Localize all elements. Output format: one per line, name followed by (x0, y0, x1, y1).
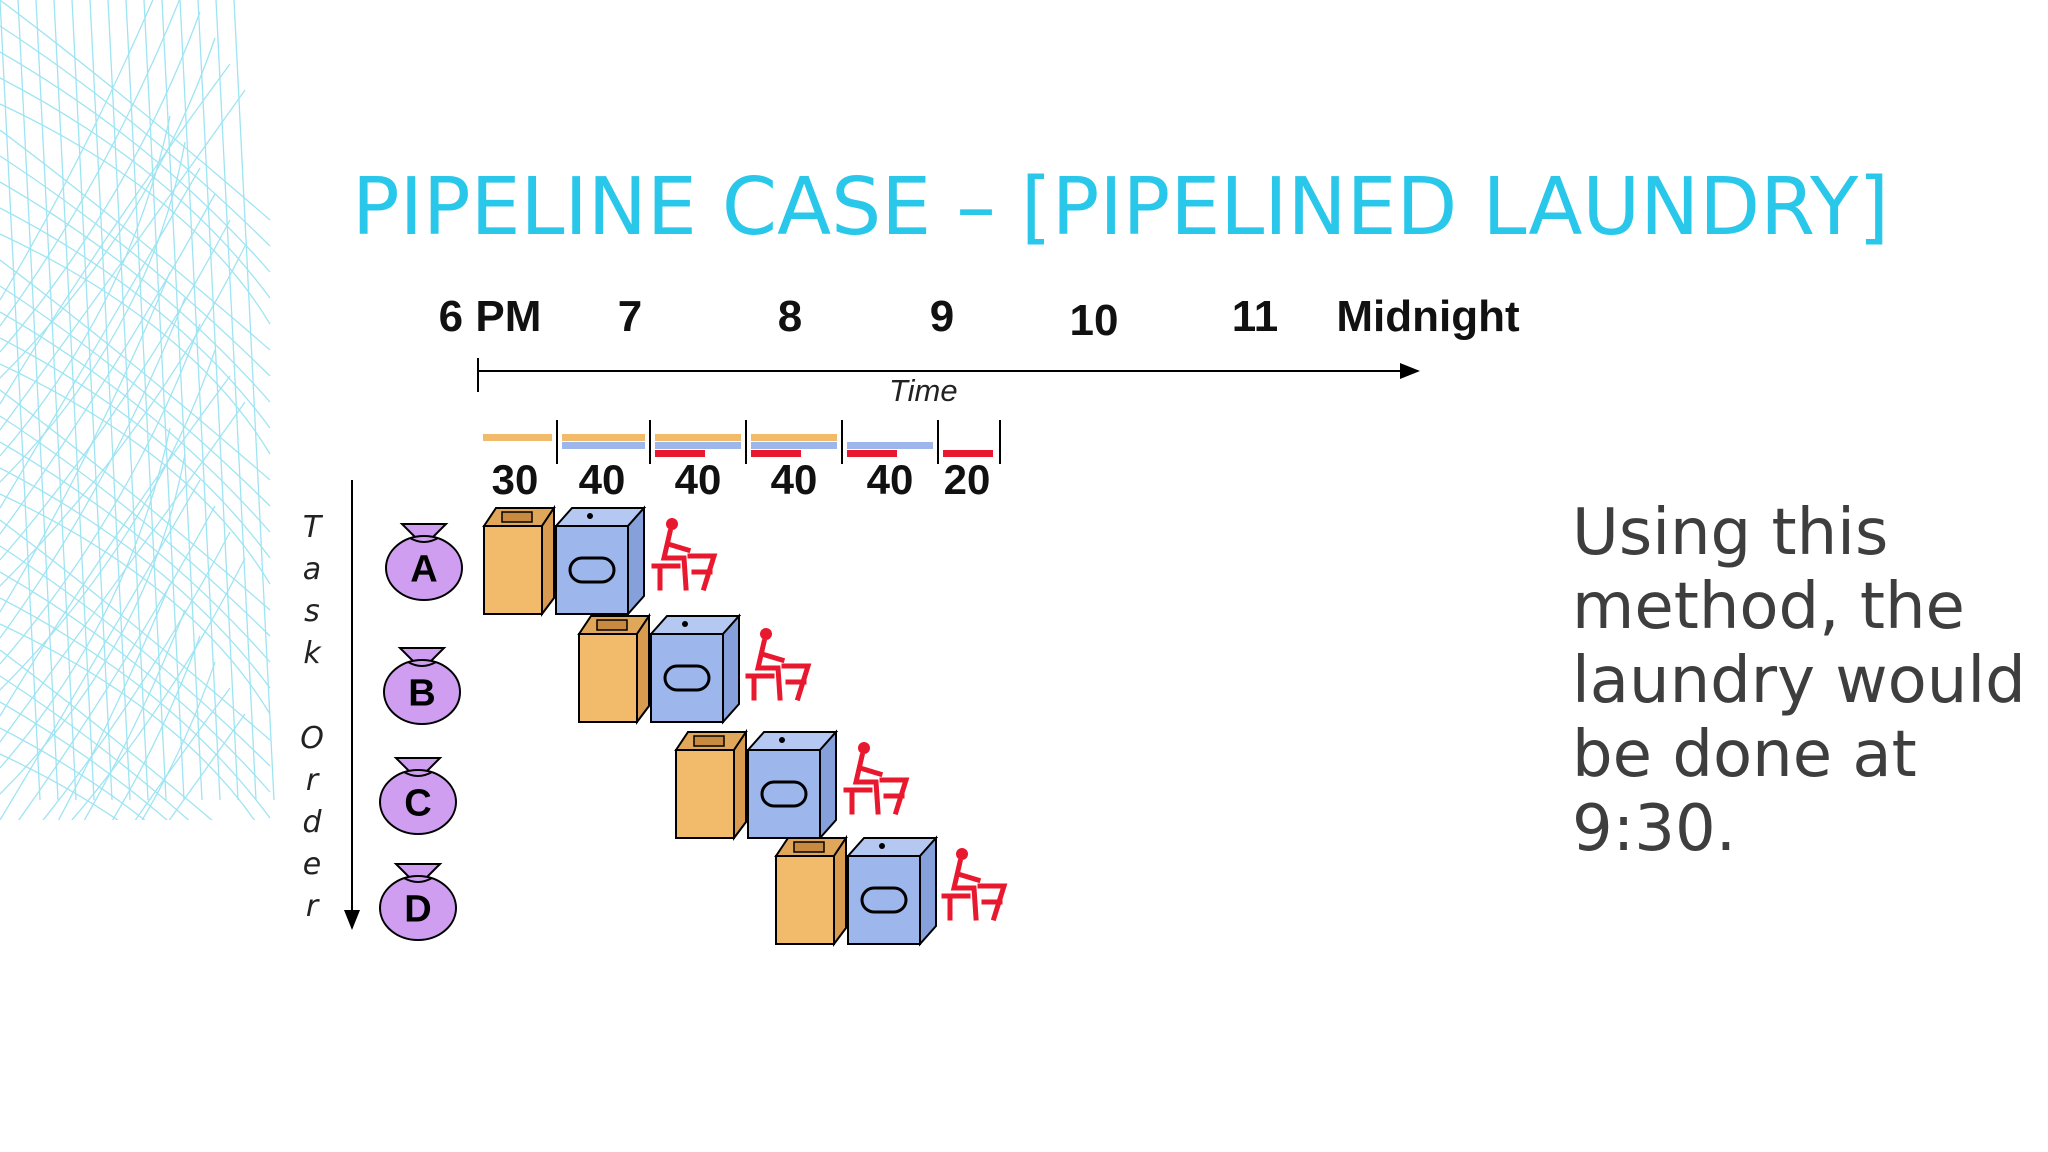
folder-timing-bar (847, 450, 897, 457)
dryer-icon (845, 835, 939, 947)
folding-person-icon (745, 628, 812, 702)
folding-person-icon (651, 518, 718, 592)
time-axis-label: Time (889, 373, 958, 408)
time-label: 11 (1231, 292, 1279, 341)
washer-icon (674, 728, 748, 841)
duration-label: 40 (578, 456, 626, 503)
duration-label: 20 (943, 456, 991, 503)
washer-icon (774, 834, 848, 947)
laundry-bag-icon (385, 523, 463, 601)
dryer-icon (553, 505, 647, 617)
duration-label: 40 (866, 456, 914, 503)
washer-timing-bar (562, 434, 645, 441)
task-label: B (408, 672, 436, 715)
dryer-icon (745, 729, 839, 841)
dryer-timing-bar (847, 442, 933, 449)
washer-timing-bar (655, 434, 741, 441)
dryer-timing-bar (751, 442, 837, 449)
wire-mesh-decoration (0, 0, 275, 820)
time-label: 6 PM (438, 292, 542, 341)
dryer-timing-bar (562, 442, 645, 449)
duration-label: 40 (770, 456, 818, 503)
task-label: C (404, 782, 432, 825)
washer-timing-bar (483, 434, 552, 441)
laundry-bag-icon (379, 757, 457, 835)
folding-person-icon (843, 742, 910, 816)
time-label: 7 (617, 292, 643, 341)
axis-label-letter: s (304, 594, 320, 629)
axis-label-letter: r (305, 763, 319, 798)
laundry-bag-icon (383, 647, 461, 725)
duration-label: 40 (674, 456, 722, 503)
axis-label-letter: d (302, 805, 322, 840)
folder-timing-bar (751, 450, 801, 457)
time-label: 10 (1069, 296, 1119, 345)
axis-label-letter: T (302, 510, 322, 545)
folding-person-icon (941, 848, 1008, 922)
laundry-bag-icon (379, 863, 457, 941)
washer-icon (577, 612, 651, 725)
folder-timing-bar (943, 450, 993, 457)
washer-timing-bar (751, 434, 837, 441)
folder-timing-bar (655, 450, 705, 457)
time-label: 8 (777, 292, 803, 341)
wire-mesh-lines (0, 0, 275, 820)
slide-title: PIPELINE CASE – [PIPELINED LAUNDRY] (352, 161, 1890, 253)
task-label: A (410, 548, 438, 591)
axis-label-letter: r (305, 889, 319, 924)
washer-icon (482, 504, 556, 617)
axis-label-letter: a (302, 552, 322, 587)
axis-label-letter: O (300, 721, 324, 756)
task-label: D (404, 888, 432, 931)
dryer-timing-bar (655, 442, 741, 449)
duration-label: 30 (491, 456, 539, 503)
time-label: Midnight (1336, 292, 1520, 341)
dryer-icon (648, 613, 742, 725)
time-label: 9 (929, 292, 955, 341)
axis-label-letter: e (302, 847, 322, 882)
axis-label-letter: k (303, 636, 321, 671)
side-text: Using this method, the laundry would be … (1572, 496, 2026, 866)
